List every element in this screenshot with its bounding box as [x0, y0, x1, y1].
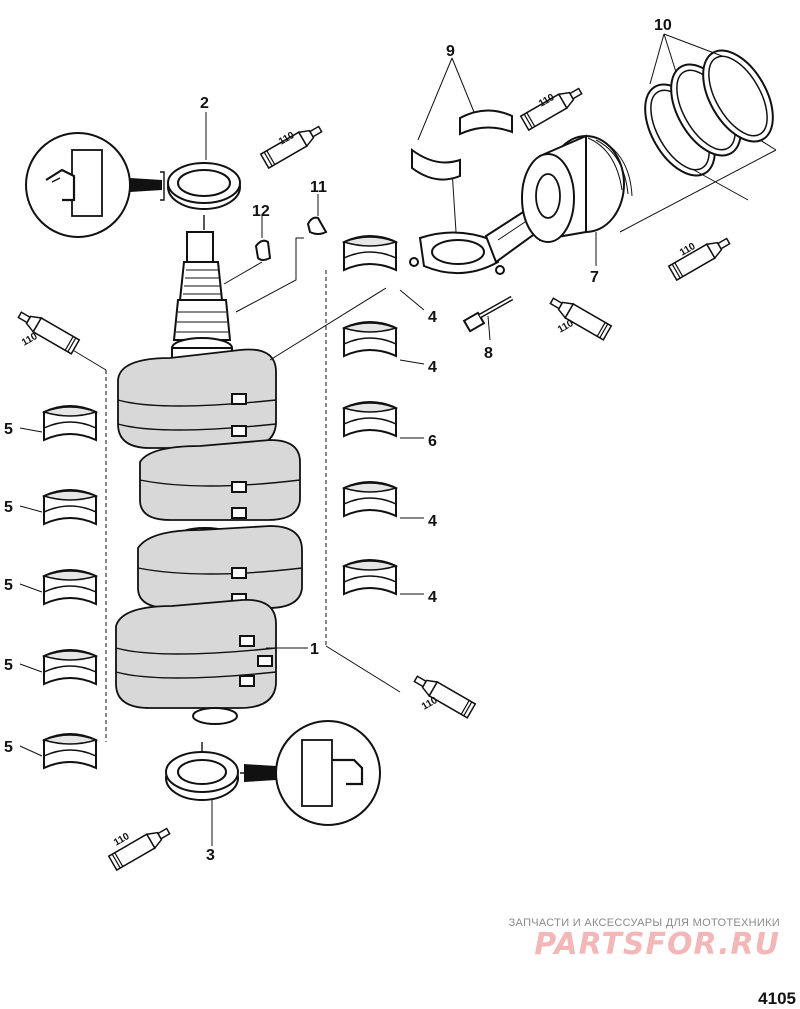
crankshaft [115, 231, 303, 725]
lower-oil-seal [165, 742, 239, 842]
woodruff-key-12 [223, 239, 272, 285]
callout-labels: 1 2 3 4 4 4 4 6 5 5 5 5 5 7 8 9 10 11 12 [4, 17, 672, 864]
watermark-tagline: ЗАПЧАСТИ И АКСЕССУАРЫ ДЛЯ МОТОТЕХНИКИ [508, 917, 780, 929]
callout-5d: 5 [4, 657, 13, 674]
upper-seal-detail [25, 132, 165, 238]
callout-4a: 4 [428, 309, 437, 326]
figure-number: 4105 [758, 989, 796, 1008]
callout-5c: 5 [4, 577, 13, 594]
callout-2: 2 [200, 95, 209, 112]
callout-8: 8 [484, 345, 493, 362]
woodruff-key-11 [235, 216, 328, 313]
leader-lines [205, 112, 597, 846]
upper-oil-seal [167, 162, 241, 230]
rod-bolt [462, 295, 514, 341]
piston [521, 134, 633, 262]
callout-6: 6 [428, 433, 437, 450]
callout-11: 11 [310, 179, 327, 196]
callout-9: 9 [446, 43, 455, 60]
callout-5e: 5 [4, 739, 13, 756]
callout-4b: 4 [428, 359, 437, 376]
callout-12: 12 [252, 203, 270, 220]
piston-rings [619, 33, 777, 233]
lubricant-tube-labels: 110 110 110 110 110 110 110 [20, 92, 698, 849]
watermark-logo: PARTSFOR.RU [534, 927, 780, 962]
callout-7: 7 [590, 269, 599, 286]
callout-5a: 5 [4, 421, 13, 438]
callout-3: 3 [206, 847, 215, 864]
main-bearings-right [269, 235, 425, 693]
callout-5b: 5 [4, 499, 13, 516]
callout-4d: 4 [428, 589, 437, 606]
rod-bearing-shells [411, 57, 513, 181]
callout-4c: 4 [428, 513, 437, 530]
callout-10: 10 [654, 17, 672, 34]
callout-1: 1 [310, 641, 319, 658]
lower-seal-detail [240, 720, 381, 826]
main-bearings-left [19, 345, 107, 769]
